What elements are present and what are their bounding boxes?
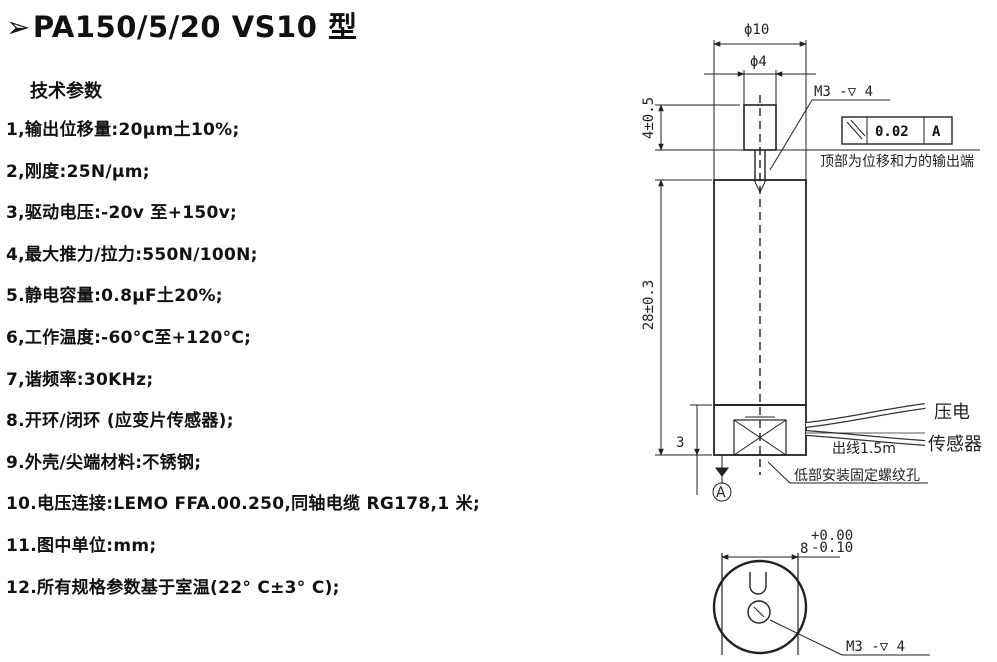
bottom-mount-note: 低部安装固定螺纹孔	[794, 468, 920, 484]
arrow-bullet-icon: ➢	[6, 10, 31, 44]
dimension-body-length: 28±0.3	[641, 280, 657, 331]
product-title-text: PA150/5/20 VS10 型	[32, 10, 358, 44]
thread-callout-top: M3 -▽ 4	[814, 84, 873, 100]
dimension-outer-diameter: ϕ10	[744, 22, 769, 38]
flat-tolerance-upper: +0.00	[811, 528, 853, 544]
top-output-note: 顶部为位移和力的输出端	[820, 154, 974, 170]
dimension-base-height: 3	[676, 435, 684, 451]
tolerance-datum: A	[932, 124, 941, 140]
spec-list: 1,输出位移量:20μm土10%; 2,刚度:25N/μm; 3,驱动电压:-2…	[6, 115, 480, 614]
wire-label-piezo: 压电	[934, 402, 970, 423]
spec-item: 5.静电容量:0.8μF土20%;	[6, 286, 223, 307]
wire-label-sensor: 传感器	[928, 434, 982, 455]
dimension-tip-diameter: ϕ4	[750, 54, 767, 70]
spec-item: 12.所有规格参数基于室温(22° C±3° C);	[6, 577, 340, 598]
flat-tolerance-lower: -0.10	[811, 540, 853, 556]
tolerance-value: 0.02	[875, 124, 909, 140]
section-heading: 技术参数	[30, 81, 102, 102]
product-title: ➢PA150/5/20 VS10 型	[6, 4, 357, 46]
spec-item: 8.开环/闭环 (应变片传感器);	[6, 411, 234, 432]
datum-label: A	[716, 485, 726, 501]
spec-item: 7,谐频率:30KHz;	[6, 369, 154, 390]
spec-item: 11.图中单位:mm;	[6, 535, 157, 556]
spec-item: 10.电压连接:LEMO FFA.00.250,同轴电缆 RG178,1 米;	[6, 494, 481, 515]
lead-length-label: 出线1.5m	[832, 441, 896, 457]
spec-item: 4,最大推力/拉力:550N/100N;	[6, 244, 258, 265]
spec-item: 6,工作温度:-60°C至+120°C;	[6, 327, 252, 348]
spec-item: 1,输出位移量:20μm土10%;	[6, 120, 240, 140]
spec-item: 3,驱动电压:-20v 至+150v;	[6, 203, 238, 224]
flat-dimension: 8	[800, 541, 808, 557]
spec-item: 9.外壳/尖端材料:不锈钢;	[6, 452, 202, 473]
thread-callout-bottom: M3 -▽ 4	[846, 639, 905, 655]
spec-item: 2,刚度:25N/μm;	[6, 161, 150, 182]
dimension-tip-length: 4±0.5	[641, 97, 657, 139]
